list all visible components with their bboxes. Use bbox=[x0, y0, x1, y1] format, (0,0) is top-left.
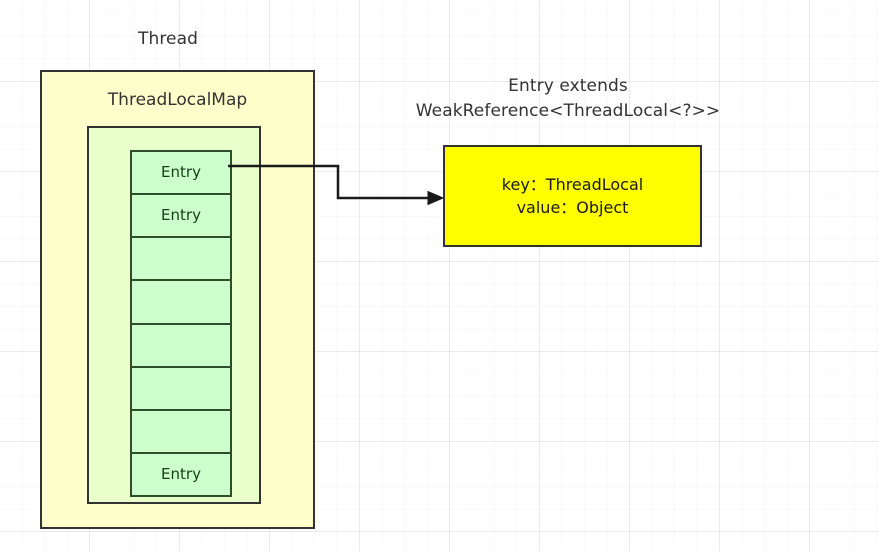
thread-box: ThreadLocalMap Entry Entry Entry bbox=[40, 70, 315, 529]
entry-key-line: key：ThreadLocal bbox=[501, 175, 644, 194]
entry-cell[interactable] bbox=[130, 322, 232, 368]
entry-detail-box: key：ThreadLocal value：Object bbox=[443, 145, 702, 247]
thread-label: Thread bbox=[137, 29, 199, 49]
entry-cell-label: Entry bbox=[161, 206, 201, 225]
entry-cell[interactable] bbox=[130, 236, 232, 282]
arrowhead-icon bbox=[427, 190, 445, 206]
entry-cell[interactable] bbox=[130, 365, 232, 411]
threadlocalmap-box: Entry Entry Entry bbox=[87, 126, 261, 504]
entry-value-line: value：Object bbox=[516, 198, 629, 217]
entry-extends-line-2: WeakReference<ThreadLocal<?>> bbox=[415, 101, 721, 121]
entry-cell[interactable] bbox=[130, 279, 232, 325]
entry-cell[interactable]: Entry bbox=[130, 193, 232, 239]
entry-cell-label: Entry bbox=[161, 163, 201, 182]
threadlocalmap-label: ThreadLocalMap bbox=[107, 90, 248, 110]
entry-cell[interactable] bbox=[130, 408, 232, 454]
entry-cell[interactable]: Entry bbox=[130, 451, 232, 497]
entry-cell[interactable]: Entry bbox=[130, 150, 232, 196]
entry-extends-label: Entry extends WeakReference<ThreadLocal<… bbox=[398, 74, 738, 124]
entry-table: Entry Entry Entry bbox=[130, 150, 232, 497]
entry-extends-line-1: Entry extends bbox=[508, 76, 628, 96]
entry-cell-label: Entry bbox=[161, 464, 201, 483]
